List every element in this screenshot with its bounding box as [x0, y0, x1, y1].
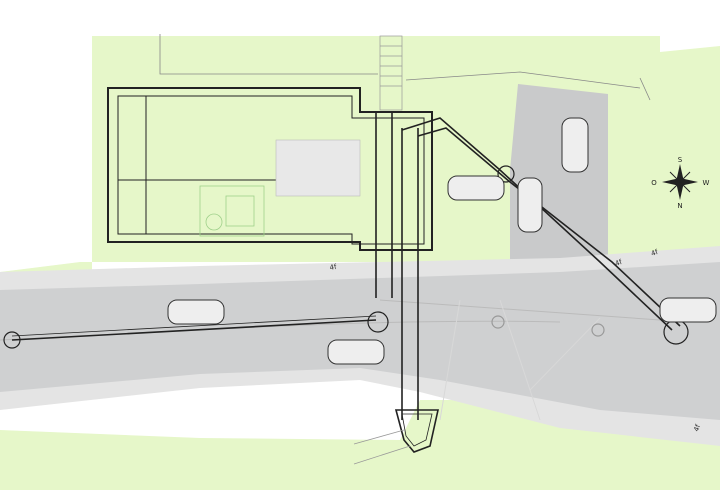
road-label-2: 4f [614, 258, 624, 268]
compass-s: S [678, 156, 683, 164]
car-3 [447, 175, 505, 201]
road-pipe [11, 319, 377, 341]
road-label-4: 4f [692, 423, 702, 433]
compass-n: N [677, 202, 682, 210]
compass-o: O [651, 179, 657, 187]
outlet [394, 409, 439, 453]
cars [167, 117, 717, 365]
outlet-lines [353, 429, 411, 465]
parking-lot [510, 84, 608, 262]
car-6 [659, 297, 717, 323]
staircase [379, 35, 403, 111]
road-label-3: 4f [650, 248, 660, 258]
tiles [275, 139, 361, 197]
compass-rose: N S W O [651, 156, 709, 210]
site-lines [159, 34, 651, 101]
roundabout-small-2 [591, 323, 605, 337]
compass-w: W [703, 179, 710, 187]
grass-area-north [92, 36, 720, 262]
manhole-center [367, 311, 389, 333]
corridor [375, 112, 681, 420]
manhole-west [3, 331, 21, 349]
grass-area-west [0, 262, 92, 272]
building-interior [199, 185, 265, 237]
car-1 [167, 299, 225, 325]
building [107, 87, 433, 251]
car-2 [327, 339, 385, 365]
road-label-1: 4f [329, 263, 338, 272]
manhole-parking [497, 165, 515, 183]
car-4 [561, 117, 589, 173]
car-5 [517, 177, 543, 233]
road-pipe-outline [11, 315, 377, 337]
roundabout-small [491, 315, 505, 329]
